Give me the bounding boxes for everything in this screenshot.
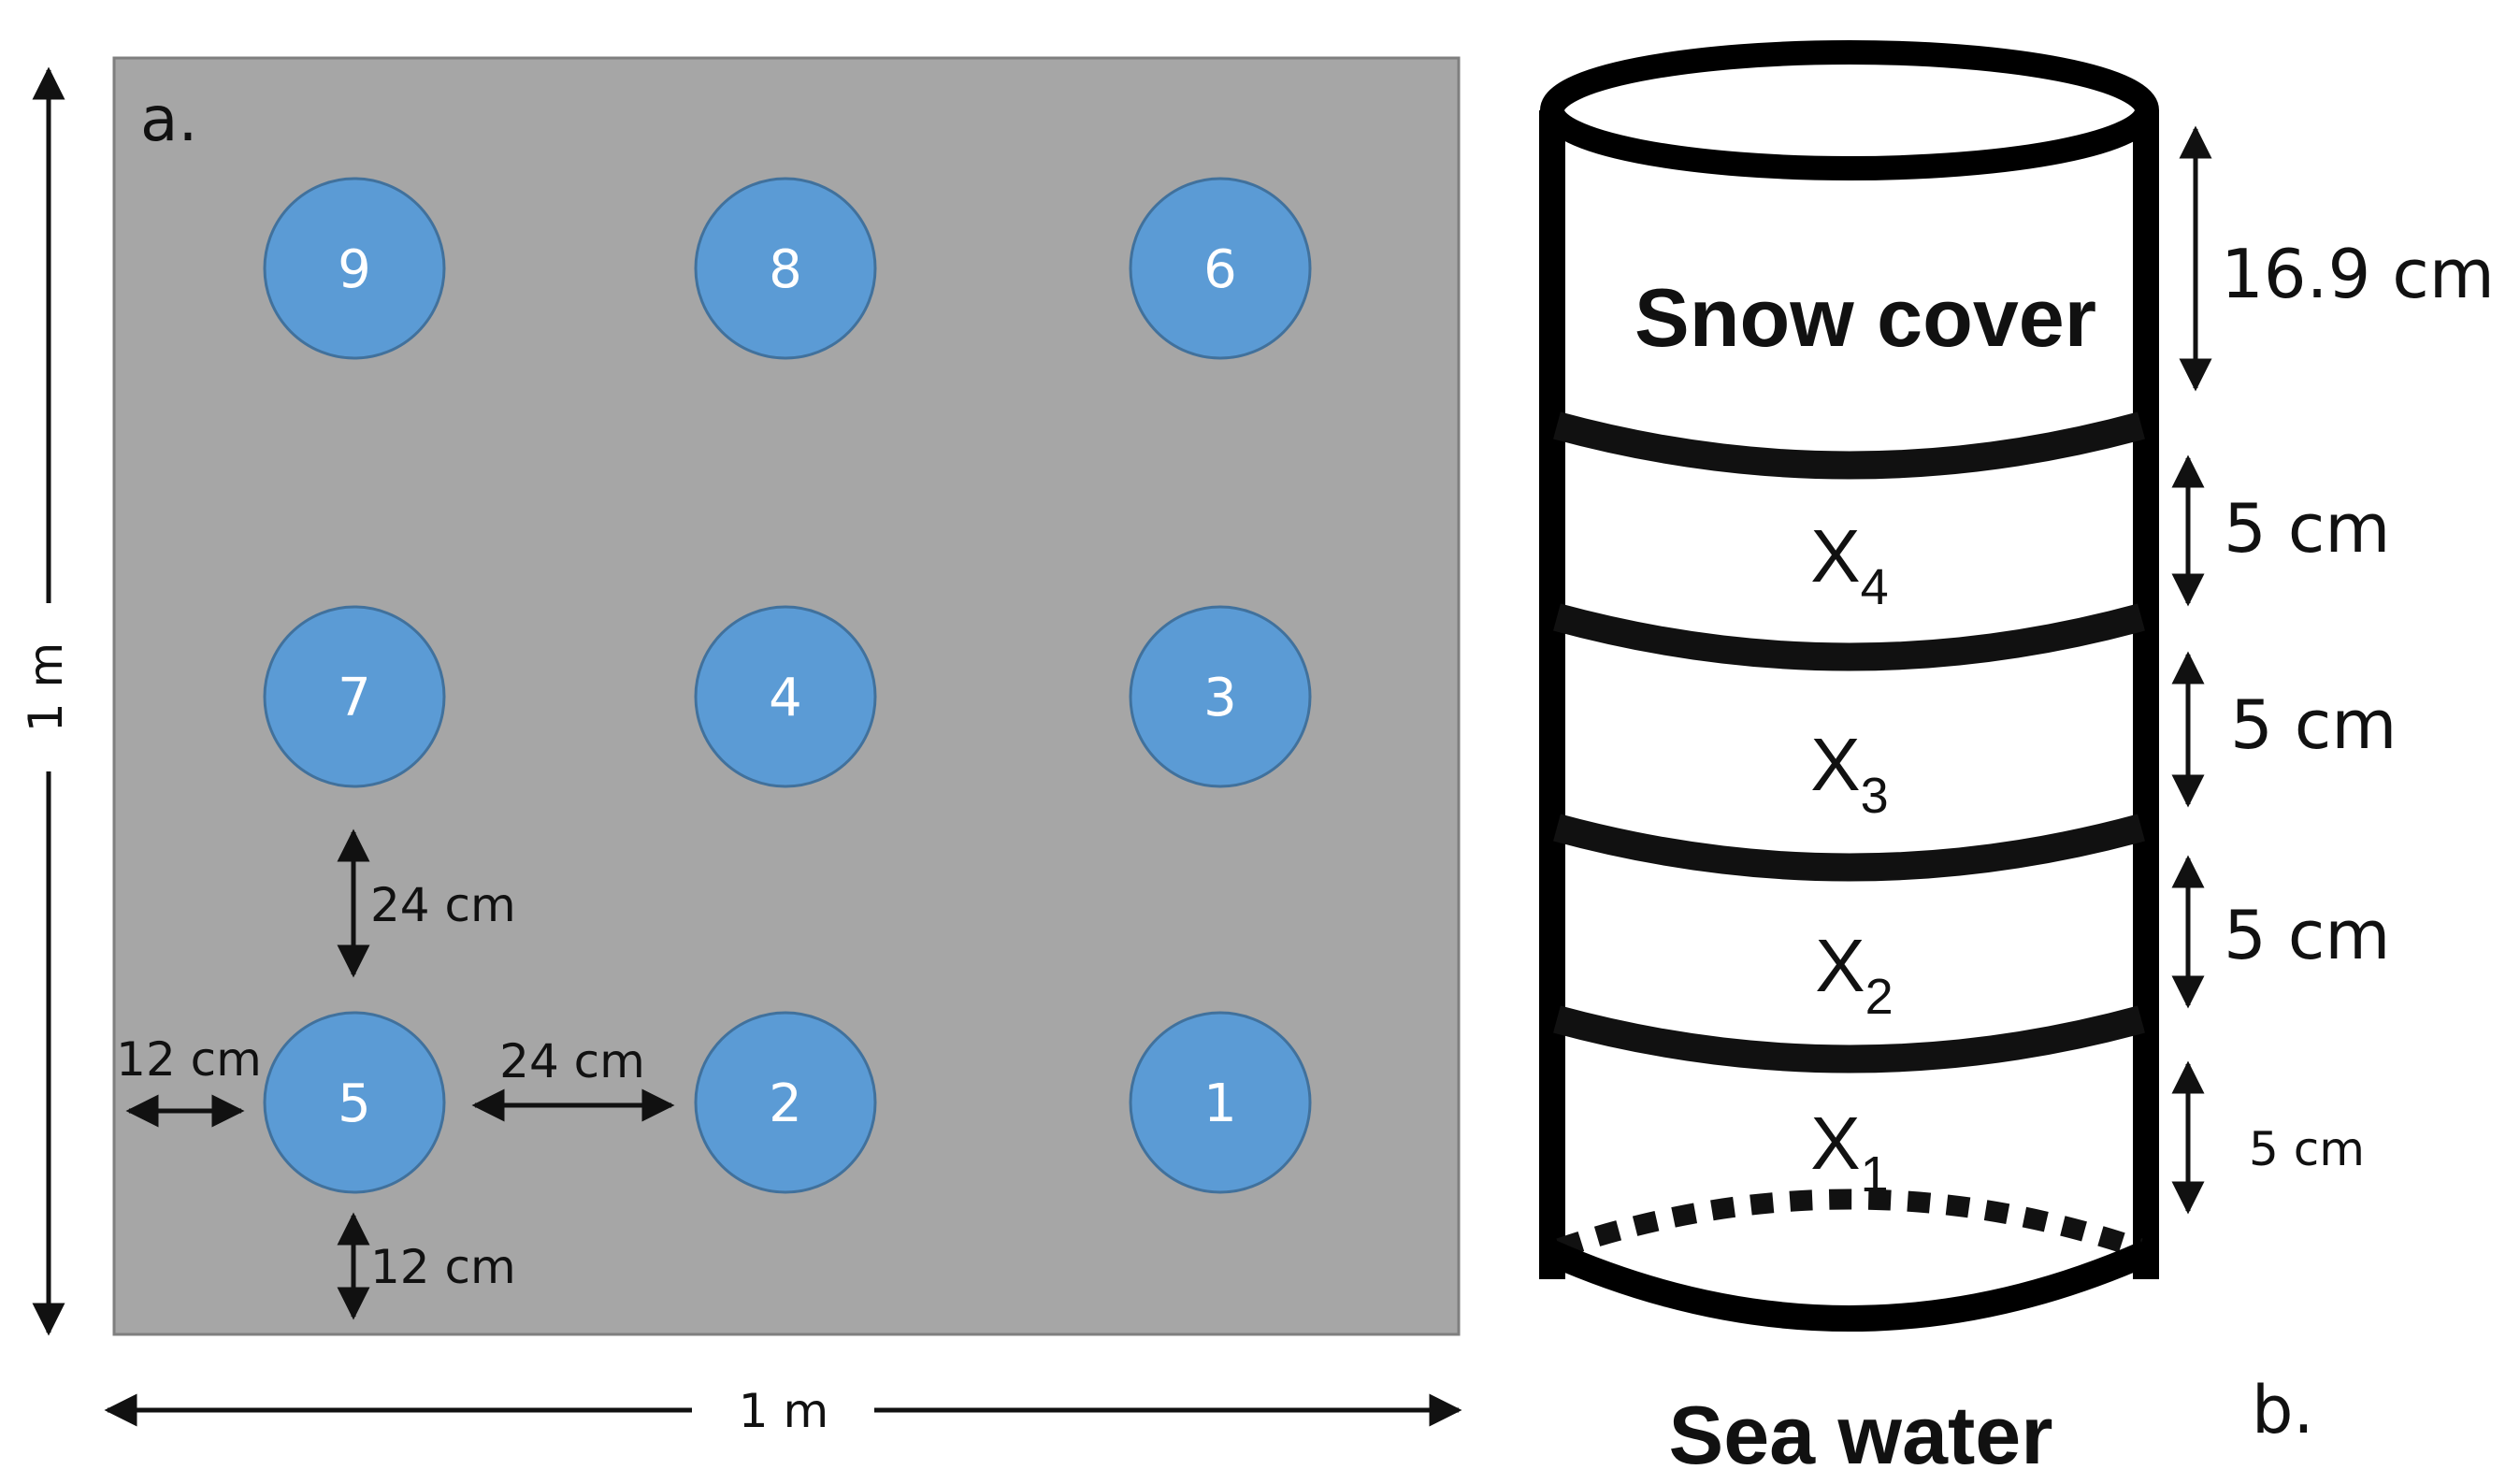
core-circle-4 [694,605,877,788]
boundary-snow-x4 [1553,411,2145,480]
panel-a-label: a. [140,83,197,155]
core-circle-5 [263,1011,446,1194]
layer-snow-label: Snow cover [1634,271,2096,364]
width-label: 1 m [739,1384,828,1438]
boundary-x2-x1 [1553,1005,2145,1073]
layer-x2-label: X2 [1815,924,1893,1025]
layer-x3-name: X [1810,723,1860,806]
thickness-label-x2: 5 cm [2224,896,2390,974]
core-circle-label-6: 6 [1203,239,1237,300]
layer-x1-label: X1 [1810,1102,1888,1203]
panel-a: a. 9 8 6 7 4 3 5 2 1 1 m 1 m 24 cm 24 cm 12 cm 1… [19,56,1462,1438]
edge-left-label: 12 cm [116,1032,262,1087]
spacing-horizontal-label: 24 cm [499,1034,645,1088]
core-circle-label-5: 5 [338,1073,371,1134]
core-circle-label-4: 4 [769,668,802,728]
core-circle-label-9: 9 [338,239,371,300]
layer-x3-subscript: 3 [1861,768,1889,824]
edge-bottom-label: 12 cm [370,1240,516,1294]
layer-x3-label: X3 [1810,723,1888,824]
cylinder-bottom-back-dashed [1556,1189,2143,1259]
panel-b-label: b. [2252,1372,2314,1448]
boundary-x3-x2 [1553,814,2145,882]
thickness-label-snow: 16.9 cm [2221,235,2495,313]
core-circle-label-3: 3 [1203,668,1237,728]
core-circle-1 [1129,1011,1312,1194]
core-circle-label-2: 2 [769,1073,802,1134]
core-circle-7 [263,605,446,788]
core-circle-label-8: 8 [769,239,802,300]
thickness-label-x1: 5 cm [2249,1122,2365,1176]
cylinder-bottom-front [1547,1241,2152,1332]
cylinder-top [1540,40,2159,180]
layer-x2-subscript: 2 [1865,969,1894,1025]
layer-x1-name: X [1810,1102,1860,1185]
spacing-vertical-label: 24 cm [370,878,516,932]
core-circle-6 [1129,177,1312,360]
core-circle-label-7: 7 [338,668,371,728]
height-label: 1 m [19,642,73,732]
core-circle-8 [694,177,877,360]
thickness-label-x3: 5 cm [2230,685,2397,764]
layer-x4-subscript: 4 [1861,559,1889,615]
core-circle-2 [694,1011,877,1194]
sea-water-label: Sea water [1669,1389,2053,1481]
panel-b: Snow cover X4 X3 X2 X1 16.9 cm 5 cm 5 cm… [1539,40,2495,1481]
core-circles: 9 8 6 7 4 3 5 2 1 [263,177,1312,1194]
layer-x1-subscript: 1 [1861,1146,1889,1203]
boundary-x4-x3 [1553,603,2145,671]
core-circle-label-1: 1 [1203,1073,1237,1134]
thickness-label-x4: 5 cm [2224,489,2390,568]
layer-x4-label: X4 [1810,514,1888,615]
layer-x4-name: X [1810,514,1860,598]
layer-x2-name: X [1815,924,1865,1007]
core-circle-9 [263,177,446,360]
core-circle-3 [1129,605,1312,788]
